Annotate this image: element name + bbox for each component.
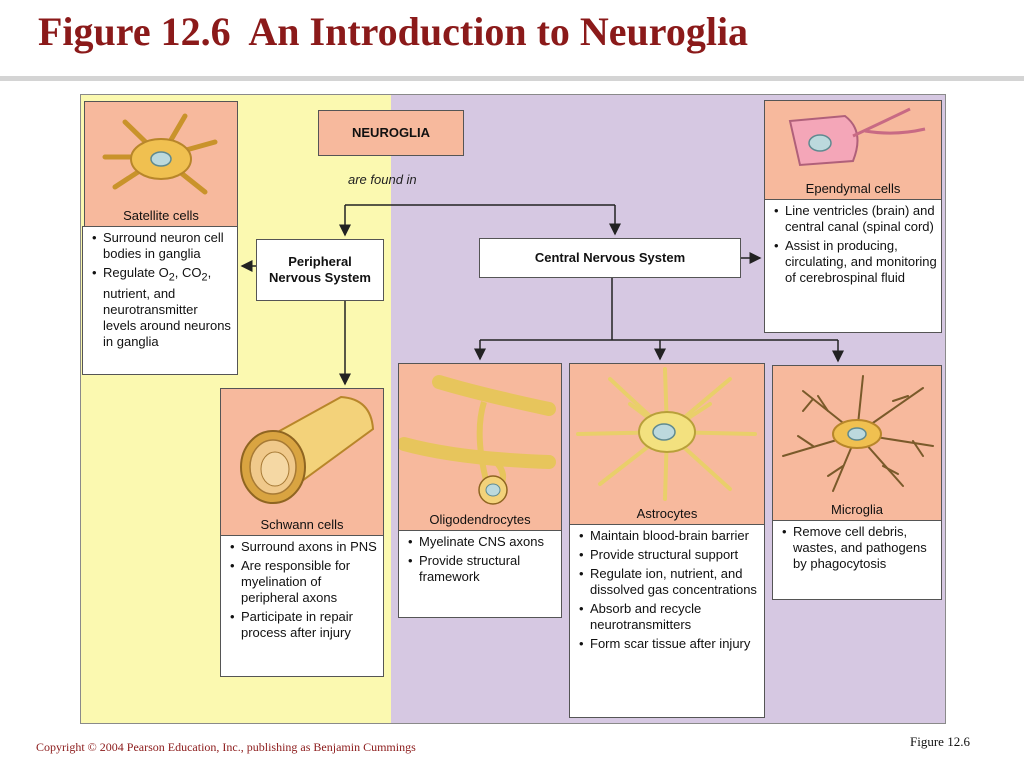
microglia-functions: Remove cell debris, wastes, and pathogen… — [772, 520, 942, 600]
ependymal-cell-name: Ependymal cells — [805, 181, 901, 196]
pns-label: Peripheral Nervous System — [269, 254, 371, 285]
ependymal-cell-box: Ependymal cells — [764, 100, 942, 200]
satellite-cell-functions: Surround neuron cell bodies in ganglia R… — [82, 226, 238, 375]
satellite-cell-name: Satellite cells — [123, 208, 199, 223]
ependymal-cell-illustration — [788, 107, 926, 167]
oligodendrocyte-functions: Myelinate CNS axons Provide structural f… — [398, 530, 562, 618]
cns-box: Central Nervous System — [479, 238, 741, 278]
pns-box: Peripheral Nervous System — [256, 239, 384, 301]
microglia-list: Remove cell debris, wastes, and pathogen… — [773, 521, 941, 572]
schwann-cell-name: Schwann cells — [260, 517, 344, 532]
neuroglia-box: NEUROGLIA — [318, 110, 464, 156]
astrocyte-bullet-1: Maintain blood-brain barrier — [579, 528, 760, 544]
ependymal-cell-functions: Line ventricles (brain) and central cana… — [764, 199, 942, 333]
schwann-bullet-3: Participate in repair process after inju… — [230, 609, 379, 641]
copyright-text: Copyright © 2004 Pearson Education, Inc.… — [36, 740, 416, 754]
oligodendrocyte-bullet-1: Myelinate CNS axons — [408, 534, 557, 550]
satellite-bullet-2: Regulate O2, CO2, nutrient, and neurotra… — [92, 265, 233, 350]
schwann-cell-list: Surround axons in PNS Are responsible fo… — [221, 536, 383, 641]
oligodendrocyte-bullet-2: Provide structural framework — [408, 553, 557, 585]
satellite-bullet-1: Surround neuron cell bodies in ganglia — [92, 230, 233, 262]
microglia-bullet-1: Remove cell debris, wastes, and pathogen… — [782, 524, 937, 572]
astrocyte-box: Astrocytes — [569, 363, 765, 525]
neuroglia-label: NEUROGLIA — [352, 125, 430, 140]
oligodendrocyte-list: Myelinate CNS axons Provide structural f… — [399, 531, 561, 585]
ependymal-bullet-1: Line ventricles (brain) and central cana… — [774, 203, 937, 235]
oligodendrocyte-illustration — [399, 375, 556, 505]
satellite-cell-list: Surround neuron cell bodies in ganglia R… — [83, 227, 237, 350]
astrocyte-bullet-2: Provide structural support — [579, 547, 760, 563]
schwann-cell-functions: Surround axons in PNS Are responsible fo… — [220, 535, 384, 677]
schwann-bullet-1: Surround axons in PNS — [230, 539, 379, 555]
ependymal-cell-list: Line ventricles (brain) and central cana… — [765, 200, 941, 286]
astrocyte-bullet-3: Regulate ion, nutrient, and dissolved ga… — [579, 566, 760, 598]
oligodendrocyte-box: Oligodendrocytes — [398, 363, 562, 531]
schwann-cell-box: Schwann cells — [220, 388, 384, 536]
oligodendrocyte-name: Oligodendrocytes — [429, 512, 531, 527]
connector-label: are found in — [348, 172, 417, 187]
title-divider — [0, 76, 1024, 81]
astrocyte-bullet-4: Absorb and recycle neurotransmitters — [579, 601, 760, 633]
satellite-cell-illustration — [102, 113, 218, 195]
figure-number: Figure 12.6 — [910, 734, 970, 749]
astrocyte-illustration — [576, 367, 757, 501]
microglia-illustration — [782, 375, 934, 492]
ependymal-bullet-2: Assist in producing, circulating, and mo… — [774, 238, 937, 286]
astrocyte-bullet-5: Form scar tissue after injury — [579, 636, 760, 652]
satellite-cell-box: Satellite cells — [84, 101, 238, 227]
cns-label: Central Nervous System — [534, 250, 686, 265]
schwann-cell-illustration — [240, 395, 375, 504]
schwann-bullet-2: Are responsible for myelination of perip… — [230, 558, 379, 606]
astrocyte-name: Astrocytes — [636, 506, 698, 521]
astrocyte-list: Maintain blood-brain barrier Provide str… — [570, 525, 764, 652]
microglia-box: Microglia — [772, 365, 942, 521]
astrocyte-functions: Maintain blood-brain barrier Provide str… — [569, 524, 765, 718]
microglia-name: Microglia — [830, 502, 883, 517]
slide-title: Figure 12.6 An Introduction to Neuroglia — [38, 9, 749, 54]
